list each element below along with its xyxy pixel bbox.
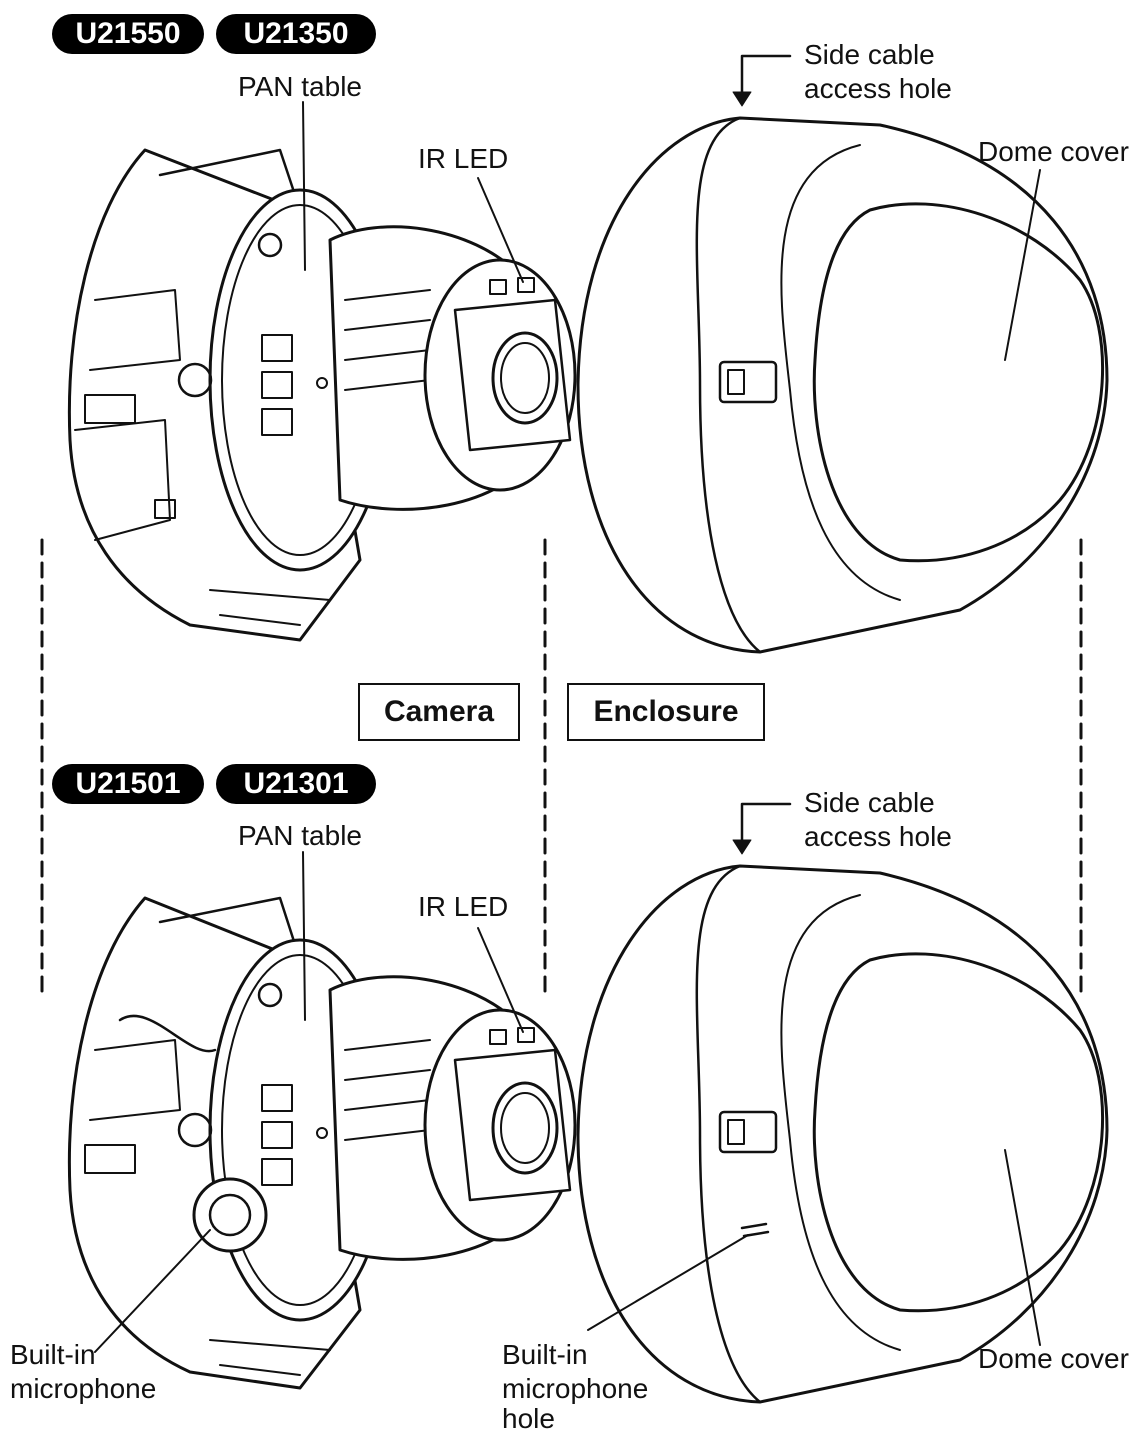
microphone-hole-label-line2: microphone bbox=[502, 1373, 649, 1404]
dome-cover-label-top: Dome cover bbox=[978, 136, 1129, 167]
model-badge-u21501: U21501 bbox=[52, 764, 204, 804]
enclosure-illustration-top bbox=[576, 54, 1109, 654]
model-badge-u21550: U21550 bbox=[52, 14, 204, 54]
microphone-hole-label-line1: Built-in bbox=[502, 1339, 588, 1370]
side-cable-label-top-line2: access hole bbox=[804, 73, 952, 104]
camera-illustration-top bbox=[67, 101, 577, 642]
microphone-hole-label-line3: hole bbox=[502, 1403, 555, 1434]
ir-led-label-bottom: IR LED bbox=[418, 891, 509, 922]
ir-led-label-top: IR LED bbox=[418, 143, 509, 174]
dashed-separators bbox=[40, 538, 1083, 1002]
model-badge-u21350: U21350 bbox=[216, 14, 376, 54]
pan-table-label-top: PAN table bbox=[238, 71, 362, 102]
side-cable-label-bottom-line1: Side cable bbox=[804, 787, 935, 818]
built-in-microphone-label-line2: microphone bbox=[10, 1373, 157, 1404]
built-in-microphone-label-line1: Built-in bbox=[10, 1339, 96, 1370]
camera-illustration-bottom bbox=[67, 851, 577, 1390]
pan-table-label-bottom: PAN table bbox=[238, 820, 362, 851]
dome-cover-label-bottom: Dome cover bbox=[978, 1343, 1129, 1374]
camera-section-label: Camera bbox=[358, 683, 520, 741]
enclosure-illustration-bottom bbox=[576, 802, 1109, 1404]
model-badge-u21301: U21301 bbox=[216, 764, 376, 804]
side-cable-label-top-line1: Side cable bbox=[804, 39, 935, 70]
side-cable-label-bottom-line2: access hole bbox=[804, 821, 952, 852]
enclosure-section-label: Enclosure bbox=[567, 683, 765, 741]
